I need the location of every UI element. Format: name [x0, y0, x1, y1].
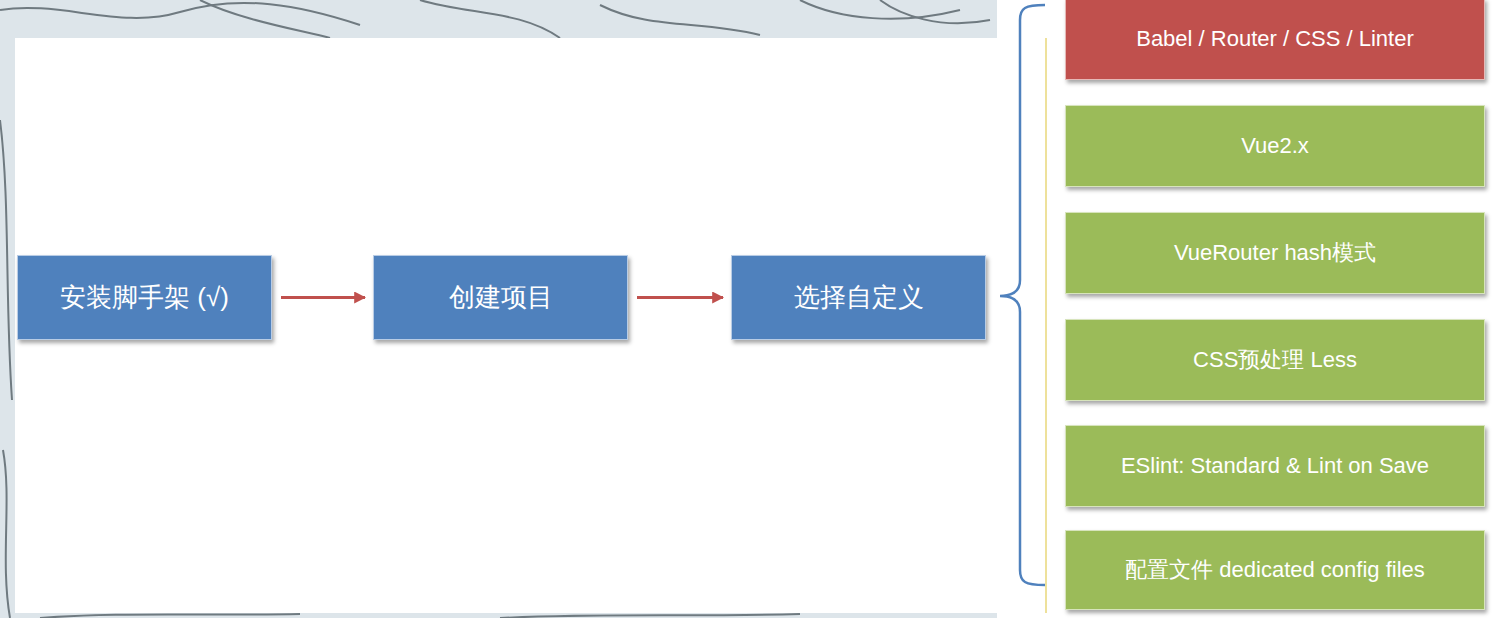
box-label: 创建项目 — [449, 282, 553, 313]
flow-arrow — [637, 296, 723, 299]
process-box: 选择自定义 — [731, 255, 986, 340]
process-box: 安装脚手架 (√) — [17, 255, 272, 340]
box-label: Babel / Router / CSS / Linter — [1136, 26, 1414, 52]
panel-edge — [1045, 38, 1047, 613]
box-label: VueRouter hash模式 — [1174, 240, 1376, 266]
box-label: 安装脚手架 (√) — [60, 282, 229, 313]
box-label: 配置文件 dedicated config files — [1125, 557, 1425, 583]
white-panel — [15, 38, 997, 613]
option-box: CSS预处理 Less — [1065, 319, 1485, 401]
option-box: VueRouter hash模式 — [1065, 212, 1485, 294]
option-box: Vue2.x — [1065, 105, 1485, 187]
box-label: Vue2.x — [1241, 133, 1309, 159]
option-box: Babel / Router / CSS / Linter — [1065, 0, 1485, 80]
option-box: 配置文件 dedicated config files — [1065, 530, 1485, 610]
process-box: 创建项目 — [373, 255, 628, 340]
box-label: ESlint: Standard & Lint on Save — [1121, 453, 1429, 479]
option-box: ESlint: Standard & Lint on Save — [1065, 425, 1485, 507]
curly-brace — [1000, 5, 1045, 585]
box-label: 选择自定义 — [794, 282, 924, 313]
white-panel — [997, 0, 1503, 618]
box-label: CSS预处理 Less — [1193, 347, 1357, 373]
flow-arrow — [281, 296, 365, 299]
